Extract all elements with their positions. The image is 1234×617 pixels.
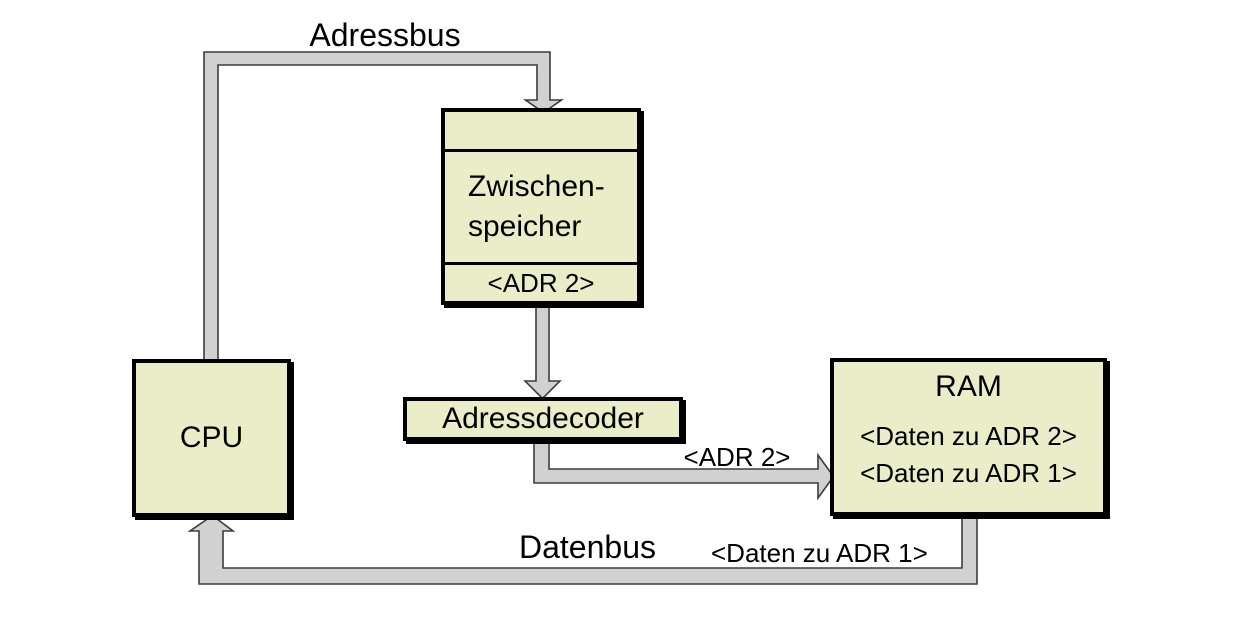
buffer-title-line2: speicher (468, 210, 582, 243)
datenbus-label: Datenbus (519, 529, 656, 565)
buffer-adr-slot: <ADR 2> (487, 267, 595, 298)
adressdecoder-label: Adressdecoder (442, 402, 644, 435)
buffer-title: Zwischen- speicher (445, 152, 637, 265)
ram-entries: <Daten zu ADR 2> <Daten zu ADR 1> (860, 418, 1077, 492)
ram-box: RAM <Daten zu ADR 2> <Daten zu ADR 1> (830, 358, 1107, 516)
ram-entry: <Daten zu ADR 2> (860, 421, 1077, 451)
decoder-to-ram-pipe-with-arrow (533, 436, 835, 501)
cpu-box: CPU (132, 359, 291, 517)
buffer-title-line1: Zwischen- (468, 170, 605, 203)
adressbus-label: Adressbus (309, 17, 461, 53)
buffer-to-decoder-arrow (523, 300, 562, 400)
zwischenspeicher-box: Zwischen- speicher <ADR 2> (441, 108, 641, 305)
buffer-empty-slot (445, 112, 637, 152)
ram-title: RAM (935, 370, 1002, 403)
adr2-bus-label: <ADR 2> (683, 442, 791, 472)
cpu-label: CPU (179, 421, 244, 454)
ram-entry: <Daten zu ADR 1> (860, 458, 1077, 488)
adressdecoder-box: Adressdecoder (403, 397, 683, 441)
daten-adr1-bus-label: <Daten zu ADR 1> (711, 538, 928, 568)
datenbus-pipe-with-arrow (187, 512, 978, 585)
adressbus-pipe-with-arrow (203, 51, 565, 363)
